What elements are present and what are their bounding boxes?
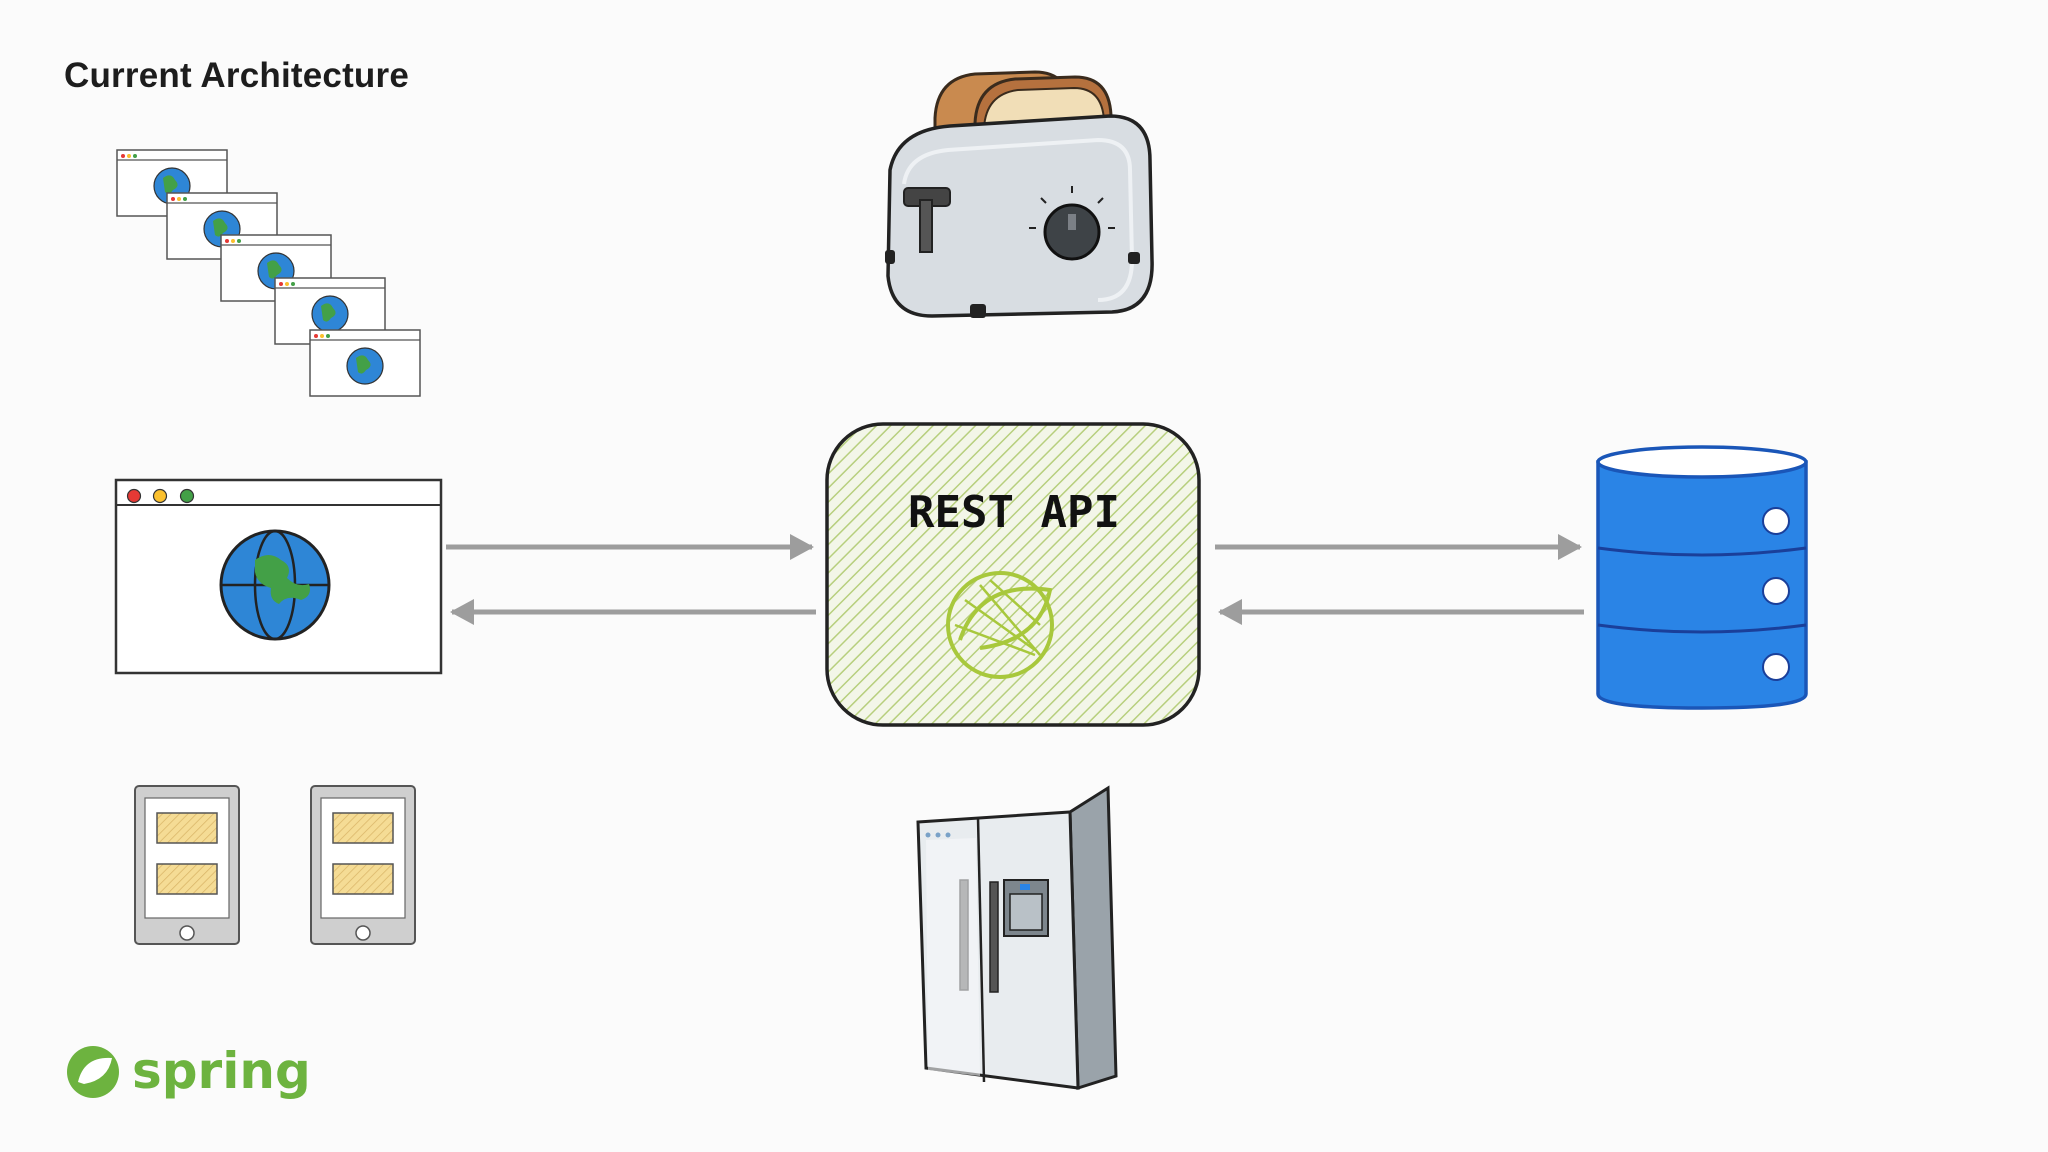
arrow-database-to-api: [1218, 599, 1584, 625]
database-icon: [1596, 445, 1808, 710]
arrow-browser-to-api: [446, 534, 814, 560]
page-title: Current Architecture: [64, 56, 409, 95]
browser-stack-icon: [116, 149, 421, 397]
api-label: REST API: [908, 487, 1120, 538]
rest-api-box: REST API: [825, 422, 1201, 727]
brand-name: spring: [132, 1042, 311, 1100]
spring-logo: spring: [67, 1042, 311, 1100]
tablet-icon: [134, 785, 240, 945]
spring-leaf-icon: [946, 571, 1054, 679]
toaster-icon: [885, 70, 1154, 318]
arrow-api-to-browser: [450, 599, 816, 625]
tablet-icon: [310, 785, 416, 945]
browser-window-icon: [114, 478, 443, 675]
refrigerator-icon: [916, 785, 1118, 1091]
arrow-api-to-database: [1215, 534, 1582, 560]
